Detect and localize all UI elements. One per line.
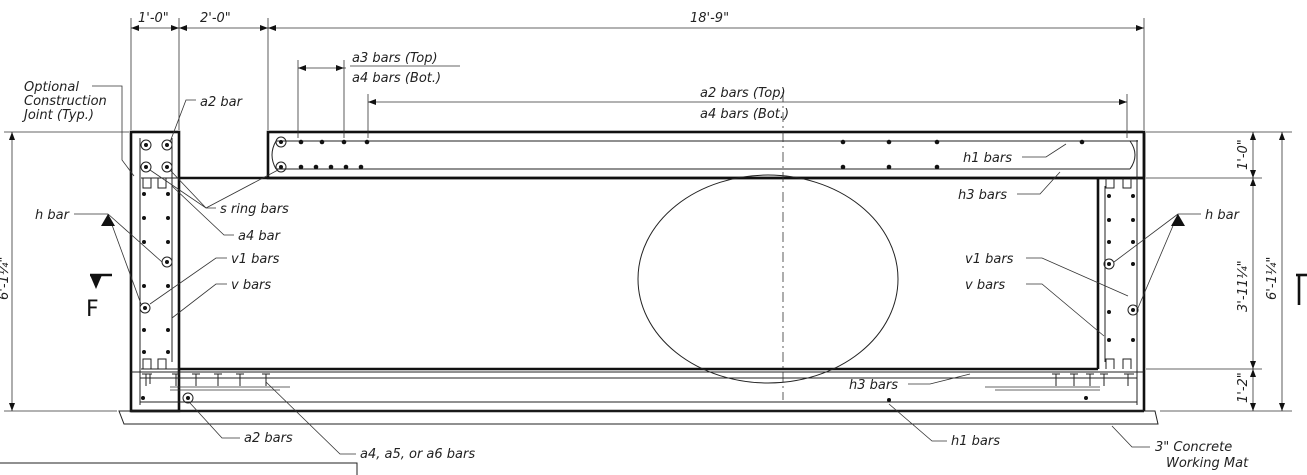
label-working-mat-2: Working Mat [1166,456,1249,471]
right-dimensions: 1'-0" 3'-11¼" 1'-2" 6'-1¼" [1146,131,1292,412]
dim-right-mid: 3'-11¼" [1236,260,1251,312]
ringed-bars [139,136,1139,404]
label-a2-bars-bot: a2 bars [244,431,293,446]
label-v-bars-left: v bars [231,278,271,293]
top-slab-outline [266,130,1146,180]
section-label-left: F [86,297,99,322]
label-h-bar-left: h bar [35,208,71,223]
label-h1-bars-top: h1 bars [963,151,1012,166]
dim-top-1: 1'-0" [138,11,169,26]
label-optional-1: Optional [24,80,79,95]
label-a2-bar: a2 bar [200,95,244,110]
label-h3-bars-top: h3 bars [958,188,1007,203]
rebar-lines [139,138,1138,405]
rebar-dots [141,139,1135,402]
right-annotations: h1 bars h3 bars h bar v1 bars v bars h3 … [849,143,1249,471]
label-a2-bars-top: a2 bars (Top) [700,86,786,101]
section-marker-left: F [86,273,112,322]
center-ellipse [637,174,899,384]
label-a4-bars-bot-1: a4 bars (Bot.) [352,71,441,86]
label-s-ring-bars: s ring bars [220,202,289,217]
label-v-bars-right: v bars [965,278,1005,293]
dim-right-total: 6'-1¼" [1265,257,1280,300]
section-marker-right [1296,273,1307,305]
label-working-mat-1: 3" Concrete [1155,440,1232,455]
bar-spacing-dimensions: a3 bars (Top) a4 bars (Bot.) a2 bars (To… [297,51,1128,138]
label-h3-bars-bot: h3 bars [849,378,898,393]
dim-right-top: 1'-0" [1236,139,1251,170]
label-v1-bars-right: v1 bars [965,252,1014,267]
label-h1-bars-bot: h1 bars [951,434,1000,449]
dim-left-total: 6'-1¼" [0,257,12,300]
label-a3-bars-top: a3 bars (Top) [352,51,438,66]
label-optional-3: Joint (Typ.) [21,108,94,123]
title-block-frame [0,462,358,475]
label-optional-2: Construction [24,94,107,109]
label-v1-bars-left: v1 bars [231,252,280,267]
dim-top-3: 18'-9" [690,11,729,26]
left-annotations: Optional Construction Joint (Typ.) a2 ba… [21,80,475,462]
label-h-bar-right: h bar [1205,208,1241,223]
dim-top-2: 2'-0" [200,11,231,26]
label-a4-bars-bot-2: a4 bars (Bot.) [700,107,789,122]
top-dimensions: 1'-0" 2'-0" 18'-9" [130,11,1145,130]
label-a4-a5-a6-bars: a4, a5, or a6 bars [360,447,475,462]
concrete-outline [118,130,1159,425]
dim-right-bot: 1'-2" [1236,372,1251,403]
left-dimension: 6'-1¼" [0,131,129,412]
working-mat-outline [118,410,1159,425]
label-a4-bar: a4 bar [238,229,282,244]
